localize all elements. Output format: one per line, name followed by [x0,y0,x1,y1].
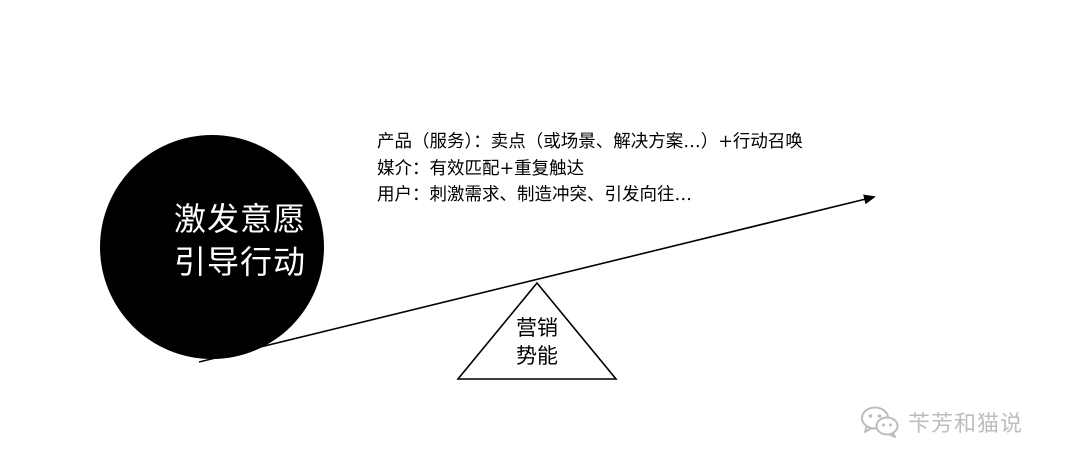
fulcrum-label-line-2: 势能 [516,344,558,368]
wechat-icon [861,406,899,438]
notes-block: 产品（服务）：卖点（或场景、解决方案…）+行动召唤 媒介：有效匹配+重复触达 用… [377,129,937,209]
circle-label: 激发意愿 引导行动 [110,198,370,284]
note-user: 用户：刺激需求、制造冲突、引发向往… [377,185,692,205]
circle-label-line-2: 引导行动 [173,243,306,281]
fulcrum-triangle [456,281,618,380]
note-media: 媒介：有效匹配+重复触达 [377,158,585,179]
watermark-text: 苄芳和猫说 [908,412,1024,437]
circle-label-line-1: 激发意愿 [173,200,306,238]
fulcrum-label: 营销 势能 [490,314,584,370]
lever-arrow [198,194,876,363]
motivation-circle [100,135,324,359]
watermark: 苄芳和猫说 [860,404,1023,440]
note-product: 产品（服务）：卖点（或场景、解决方案…）+行动召唤 [377,132,803,152]
fulcrum-label-line-1: 营销 [516,316,558,340]
